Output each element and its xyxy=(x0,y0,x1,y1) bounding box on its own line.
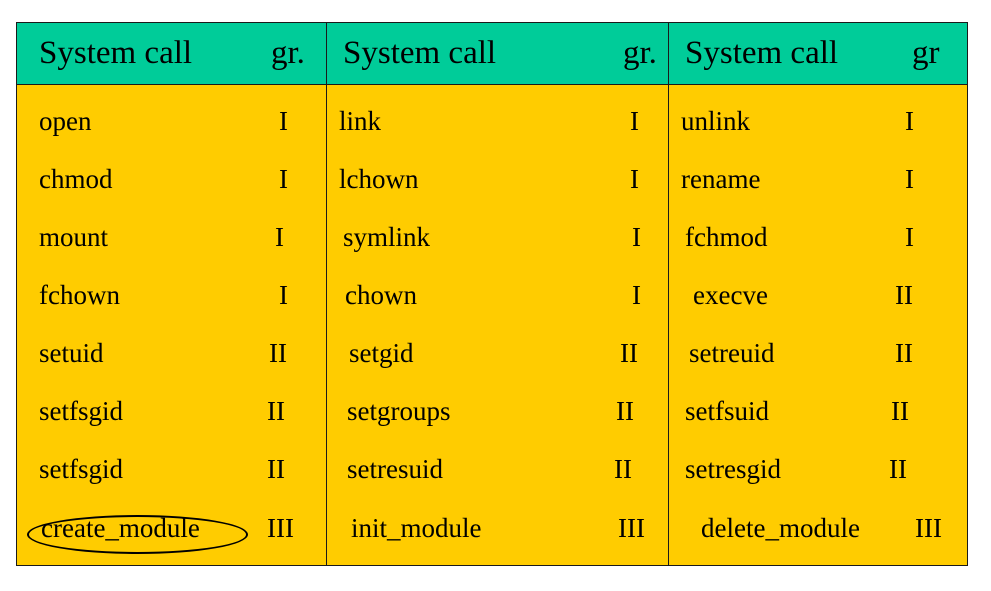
cell-group: III xyxy=(915,513,942,543)
cell-syscall: chown xyxy=(345,280,417,310)
cell-group: II xyxy=(620,338,638,368)
cell-syscall: fchown xyxy=(39,280,120,310)
header-system-call-1: System call xyxy=(39,35,193,71)
header-system-call-2: System call xyxy=(343,35,497,71)
cell-group: II xyxy=(267,396,285,426)
cell-group: II xyxy=(267,454,285,484)
cell-group: I xyxy=(632,222,641,252)
cell-group: I xyxy=(632,280,641,310)
cell-syscall: mount xyxy=(39,222,109,252)
cell-syscall: create_module xyxy=(41,513,200,543)
cell-group: II xyxy=(269,338,287,368)
cell-syscall: chmod xyxy=(39,164,113,194)
cell-syscall: setresgid xyxy=(685,454,781,484)
cell-syscall: init_module xyxy=(351,513,482,543)
cell-syscall: setresuid xyxy=(347,454,443,484)
cell-group: II xyxy=(616,396,634,426)
column-divider-2 xyxy=(668,23,669,565)
syscall-table: System call gr. System call gr. System c… xyxy=(16,22,968,566)
cell-group: II xyxy=(895,280,913,310)
cell-syscall: delete_module xyxy=(701,513,860,543)
cell-group: I xyxy=(905,164,914,194)
cell-syscall: symlink xyxy=(343,222,431,252)
cell-group: I xyxy=(630,106,639,136)
cell-group: III xyxy=(618,513,645,543)
cell-syscall: setreuid xyxy=(689,338,775,368)
cell-syscall: setgid xyxy=(349,338,414,368)
cell-group: I xyxy=(630,164,639,194)
cell-syscall: execve xyxy=(693,280,768,310)
highlight-ellipse xyxy=(27,515,248,554)
header-group-2: gr. xyxy=(623,35,657,71)
cell-group: I xyxy=(279,106,288,136)
column-divider-1 xyxy=(326,23,327,565)
cell-syscall: fchmod xyxy=(685,222,768,252)
cell-syscall: link xyxy=(339,106,382,136)
cell-syscall: setfsgid xyxy=(39,454,123,484)
cell-syscall: setuid xyxy=(39,338,104,368)
cell-group: III xyxy=(267,513,294,543)
cell-group: I xyxy=(275,222,284,252)
header-group-3: gr xyxy=(912,35,940,71)
cell-group: II xyxy=(889,454,907,484)
cell-group: II xyxy=(614,454,632,484)
cell-syscall: setgroups xyxy=(347,396,451,426)
cell-syscall: unlink xyxy=(681,106,751,136)
header-system-call-3: System call xyxy=(685,35,839,71)
cell-group: II xyxy=(895,338,913,368)
cell-syscall: setfsgid xyxy=(39,396,123,426)
cell-syscall: open xyxy=(39,106,92,136)
header-group-1: gr. xyxy=(271,35,305,71)
cell-group: I xyxy=(905,106,914,136)
cell-syscall: rename xyxy=(681,164,761,194)
table-header-row xyxy=(17,23,967,85)
cell-syscall: lchown xyxy=(339,164,419,194)
cell-group: II xyxy=(891,396,909,426)
cell-syscall: setfsuid xyxy=(685,396,769,426)
cell-group: I xyxy=(905,222,914,252)
cell-group: I xyxy=(279,164,288,194)
cell-group: I xyxy=(279,280,288,310)
